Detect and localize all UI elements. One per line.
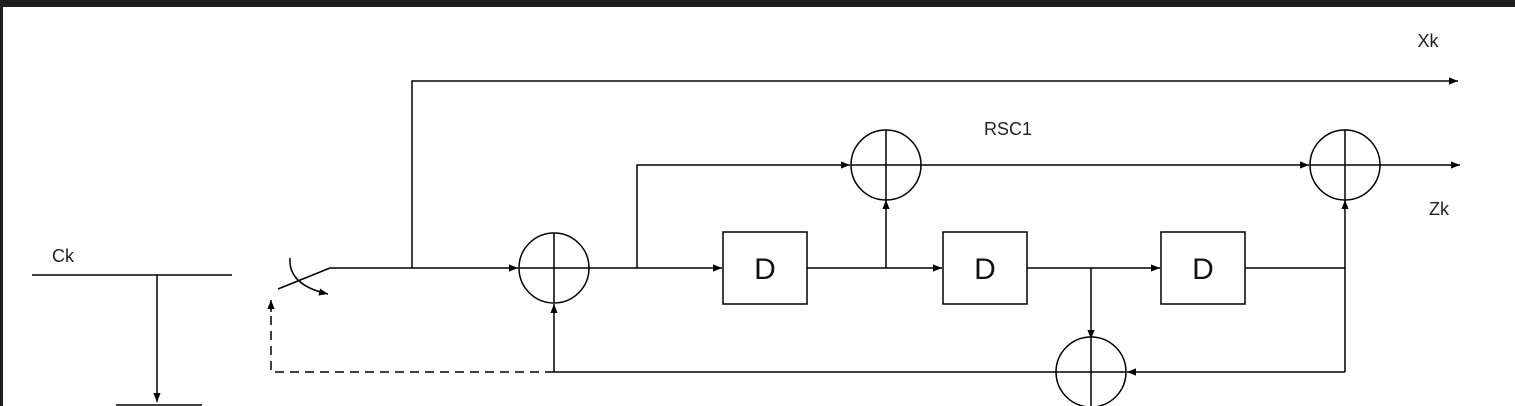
rsc1-label: RSC1: [984, 119, 1032, 139]
delay-block-2-label: D: [974, 253, 996, 286]
xk-label: Xk: [1417, 31, 1439, 51]
zk-label: Zk: [1429, 199, 1450, 219]
window-left-edge: [0, 0, 3, 406]
delay-block-1-label: D: [754, 253, 776, 286]
dashed-termination-path: [270, 302, 554, 373]
tap-to-upper-adder: [636, 161, 850, 268]
delay-block-1: [722, 231, 808, 305]
window-top-bar: [0, 0, 1515, 7]
delay-block-3-label: D: [1192, 253, 1214, 286]
switch-blade: [277, 267, 331, 290]
delay-block-3: [1160, 231, 1246, 305]
delay-block-2: [942, 231, 1028, 305]
ck-label: Ck: [52, 246, 75, 266]
systematic-output-line: [411, 77, 1458, 268]
